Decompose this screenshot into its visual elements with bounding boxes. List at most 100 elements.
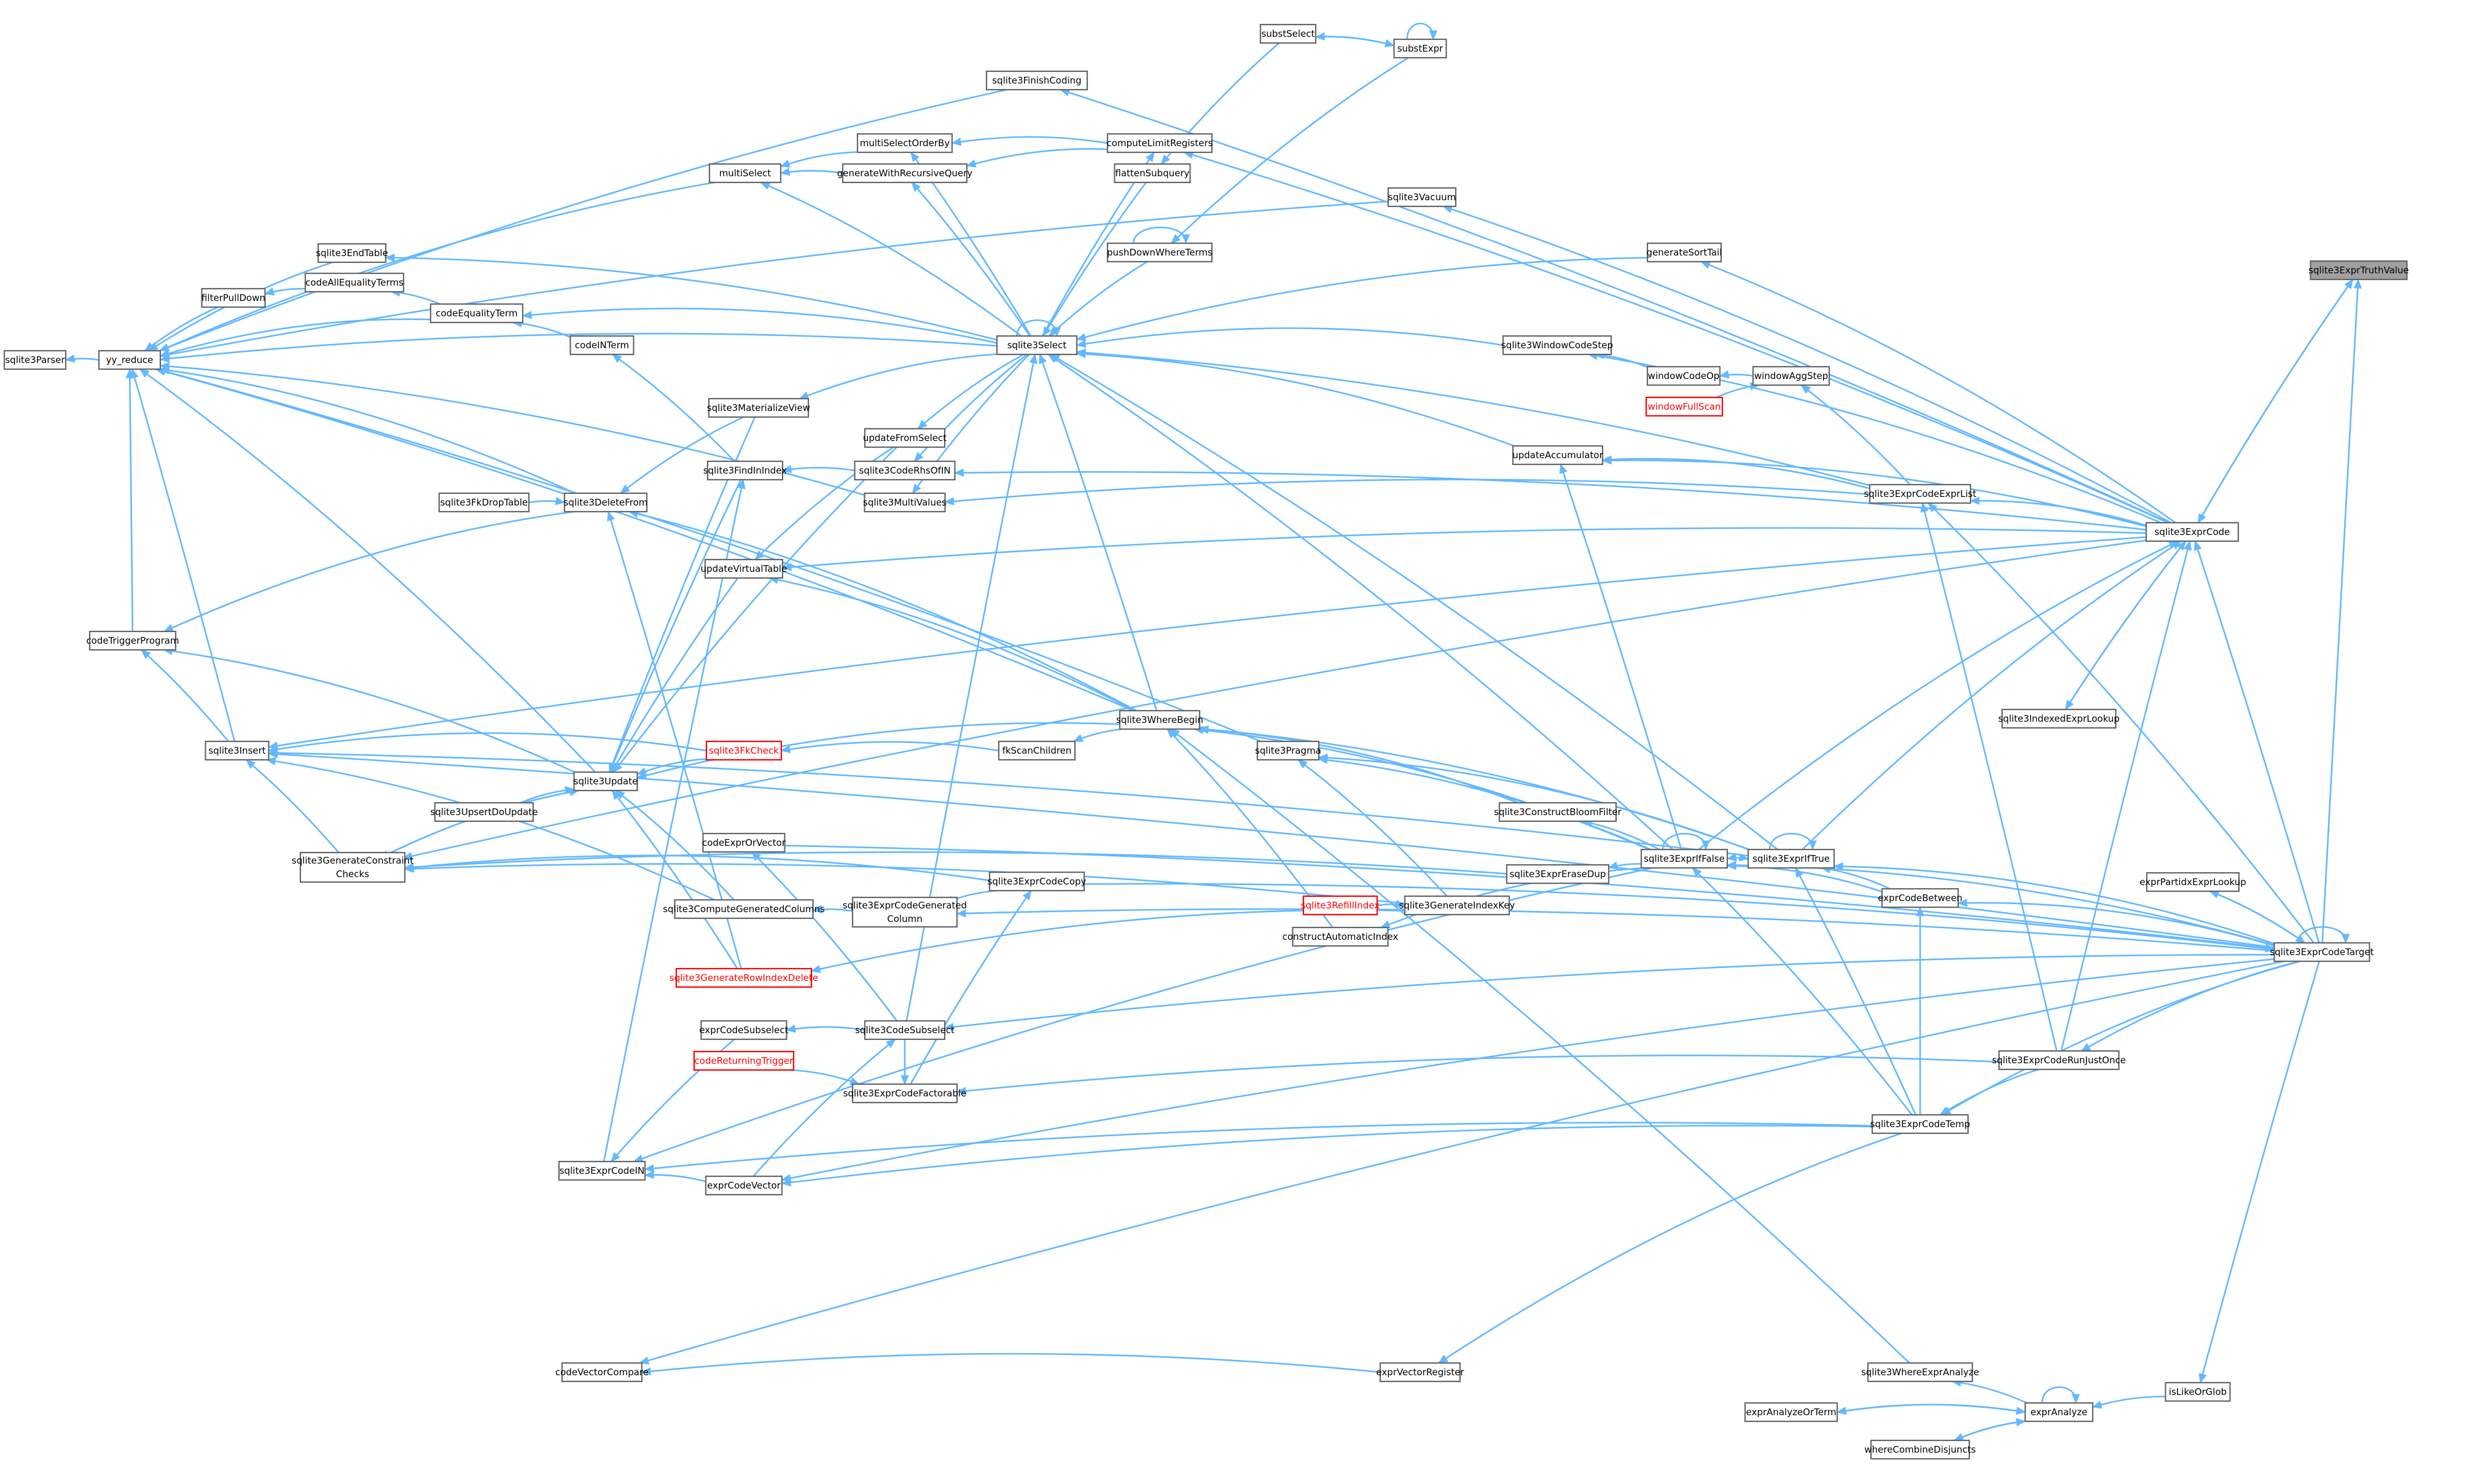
node-sqlite3computegeneratedcolumns[interactable]: sqlite3ComputeGeneratedColumns <box>663 899 825 920</box>
node-sqlite3exprcoderunjustonce[interactable]: sqlite3ExprCodeRunJustOnce <box>1992 1050 2126 1071</box>
node-sqlite3indexedexprlookup[interactable]: sqlite3IndexedExprLookup <box>1998 708 2120 729</box>
node-sqlite3constructbloomfilter[interactable]: sqlite3ConstructBloomFilter <box>1494 802 1622 822</box>
node-sqlite3exprtruthvalue[interactable]: sqlite3ExprTruthValue <box>2308 260 2409 281</box>
node-sqlite3multivalues[interactable]: sqlite3MultiValues <box>863 492 947 513</box>
node-sqlite3exprcodecopy[interactable]: sqlite3ExprCodeCopy <box>988 871 1087 892</box>
node-sqlite3exprcode[interactable]: sqlite3ExprCode <box>2145 521 2240 542</box>
node-filterpulldown[interactable]: filterPullDown <box>201 287 266 308</box>
node-label: sqlite3Vacuum <box>1388 192 1456 203</box>
node-sqlite3endtable[interactable]: sqlite3EndTable <box>316 243 388 264</box>
node-codeexprorvector[interactable]: codeExprOrVector <box>702 832 786 853</box>
node-windowaggstep[interactable]: windowAggStep <box>1752 365 1830 386</box>
node-yy-reduce[interactable]: yy_reduce <box>98 350 162 370</box>
node-generatewithrecursivequery[interactable]: generateWithRecursiveQuery <box>837 163 973 184</box>
node-wherecombinedisjuncts[interactable]: whereCombineDisjuncts <box>1864 1439 1976 1460</box>
node-sqlite3whereexpranalyze[interactable]: sqlite3WhereExprAnalyze <box>1861 1362 1979 1383</box>
node-sqlite3exprcodetemp[interactable]: sqlite3ExprCodeTemp <box>1870 1114 1971 1134</box>
edge-line <box>1970 499 2147 526</box>
node-sqlite3expriffalse[interactable]: sqlite3ExprIfFalse <box>1640 848 1728 869</box>
node-codeinterm[interactable]: codeINTerm <box>569 335 635 356</box>
node-computelimitregisters[interactable]: computeLimitRegisters <box>1107 133 1213 154</box>
node-windowcodeop[interactable]: windowCodeOp <box>1646 365 1721 386</box>
node-sqlite3insert[interactable]: sqlite3Insert <box>205 740 270 761</box>
node-updatevirtualtable[interactable]: updateVirtualTable <box>701 558 787 579</box>
edge-arrowhead <box>944 497 955 506</box>
edge-substexpr-to-pushdownwhereterms <box>1171 57 1409 244</box>
edge-line <box>752 1038 896 1177</box>
node-multiselect[interactable]: multiSelect <box>708 163 782 184</box>
node-pushdownwhereterms[interactable]: pushDownWhereTerms <box>1106 242 1213 263</box>
edge-line <box>780 170 843 174</box>
edge-arrowhead <box>910 151 920 162</box>
node-sqlite3update[interactable]: sqlite3Update <box>573 771 638 792</box>
node-sqlite3exprcodein[interactable]: sqlite3ExprCodeIN <box>558 1160 646 1181</box>
node-sqlite3finishcoding[interactable]: sqlite3FinishCoding <box>985 70 1088 91</box>
edge-expranalyze-to-expranalyze <box>2041 1386 2080 1404</box>
node-sqlite3windowcodestep[interactable]: sqlite3WindowCodeStep <box>1501 335 1613 356</box>
node-updatefromselect[interactable]: updateFromSelect <box>863 428 947 448</box>
node-exprpartidxexprlookup[interactable]: exprPartidxExprLookup <box>2139 872 2246 892</box>
node-multiselectorderby[interactable]: multiSelectOrderBy <box>856 133 953 154</box>
node-codevectorcompare[interactable]: codeVectorCompare <box>555 1362 649 1383</box>
node-flattensubquery[interactable]: flattenSubquery <box>1114 163 1191 184</box>
node-box <box>1867 1362 1974 1383</box>
node-sqlite3wherebegin[interactable]: sqlite3WhereBegin <box>1116 709 1203 730</box>
node-sqlite3materializeview[interactable]: sqlite3MaterializeView <box>707 397 810 418</box>
node-sqlite3coderhsofin[interactable]: sqlite3CodeRhsOfIN <box>854 460 956 481</box>
node-sqlite3generaterowindexdelete[interactable]: sqlite3GenerateRowIndexDelete <box>670 967 818 988</box>
node-sqlite3upsertdoupdate[interactable]: sqlite3UpsertDoUpdate <box>431 802 538 822</box>
node-box <box>1998 1050 2120 1071</box>
node-islikeorglob[interactable]: isLikeOrGlob <box>2165 1381 2231 1402</box>
node-sqlite3exprcodetarget[interactable]: sqlite3ExprCodeTarget <box>2270 942 2374 963</box>
node-substexpr[interactable]: substExpr <box>1393 38 1447 59</box>
node-windowfullscan[interactable]: windowFullScan <box>1645 396 1724 417</box>
node-exprcodesubselect[interactable]: exprCodeSubselect <box>699 1020 789 1041</box>
edge-line <box>268 732 707 752</box>
node-codeallequalityterms[interactable]: codeAllEqualityTerms <box>304 272 405 293</box>
node-substselect[interactable]: substSelect <box>1259 23 1317 44</box>
edge-arrowhead <box>2197 513 2206 524</box>
edge-flattensubquery-to-sqlite3select <box>1042 182 1147 337</box>
node-exprvectorregister[interactable]: exprVectorRegister <box>1376 1362 1464 1383</box>
edge-arrowhead <box>812 905 822 913</box>
node-codetriggerprogram[interactable]: codeTriggerProgram <box>86 630 179 651</box>
node-sqlite3exprcodeexprlist[interactable]: sqlite3ExprCodeExprList <box>1864 483 1977 504</box>
node-sqlite3parser[interactable]: sqlite3Parser <box>3 350 67 370</box>
node-sqlite3codesubselect[interactable]: sqlite3CodeSubselect <box>855 1020 955 1041</box>
node-sqlite3vacuum[interactable]: sqlite3Vacuum <box>1387 187 1457 208</box>
node-exprcodevector[interactable]: exprCodeVector <box>705 1175 783 1196</box>
node-exprcodebetween[interactable]: exprCodeBetween <box>1878 888 1963 908</box>
node-sqlite3fkdroptable[interactable]: sqlite3FkDropTable <box>438 492 530 513</box>
node-expranalyzeorterm[interactable]: exprAnalyzeOrTerm <box>1744 1402 1838 1423</box>
edge-line <box>1084 883 2275 951</box>
node-constructautomaticindex[interactable]: constructAutomaticIndex <box>1283 926 1399 947</box>
node-box <box>98 350 162 370</box>
node-sqlite3exprcodefactorable[interactable]: sqlite3ExprCodeFactorable <box>843 1083 967 1104</box>
node-codereturningtrigger[interactable]: codeReturningTrigger <box>693 1050 795 1071</box>
edge-line <box>159 181 715 352</box>
node-codeequalityterm[interactable]: codeEqualityTerm <box>429 303 524 324</box>
node-sqlite3findinindex[interactable]: sqlite3FindInIndex <box>703 460 787 481</box>
node-sqlite3expriftrue[interactable]: sqlite3ExprIfTrue <box>1747 848 1835 869</box>
edge-line <box>1727 865 1883 892</box>
node-sqlite3exprerasedup[interactable]: sqlite3ExprEraseDup <box>1506 864 1610 885</box>
node-sqlite3fkcheck[interactable]: sqlite3FkCheck <box>705 740 783 761</box>
edge-arrowhead <box>1198 725 1209 734</box>
node-box <box>864 1020 946 1041</box>
node-sqlite3pragma[interactable]: sqlite3Pragma <box>1255 740 1321 761</box>
node-sqlite3select[interactable]: sqlite3Select <box>996 335 1078 356</box>
node-box <box>674 899 814 920</box>
node-sqlite3deletefrom[interactable]: sqlite3DeleteFrom <box>564 492 648 513</box>
node-generatesorttail[interactable]: generateSortTail <box>1647 242 1722 263</box>
node-updateaccumulator[interactable]: updateAccumulator <box>1512 445 1604 466</box>
node-fkscanchildren[interactable]: fkScanChildren <box>998 740 1076 761</box>
edge-arrowhead <box>611 1152 620 1162</box>
edge-arrowhead <box>1957 899 1967 907</box>
edge-line <box>956 1054 1999 1093</box>
edge-arrowhead <box>951 138 962 146</box>
node-sqlite3refillindex[interactable]: sqlite3RefillIndex <box>1301 895 1380 916</box>
node-sqlite3generateindexkey[interactable]: sqlite3GenerateIndexKey <box>1399 895 1515 916</box>
node-expranalyze[interactable]: exprAnalyze <box>2024 1402 2094 1423</box>
